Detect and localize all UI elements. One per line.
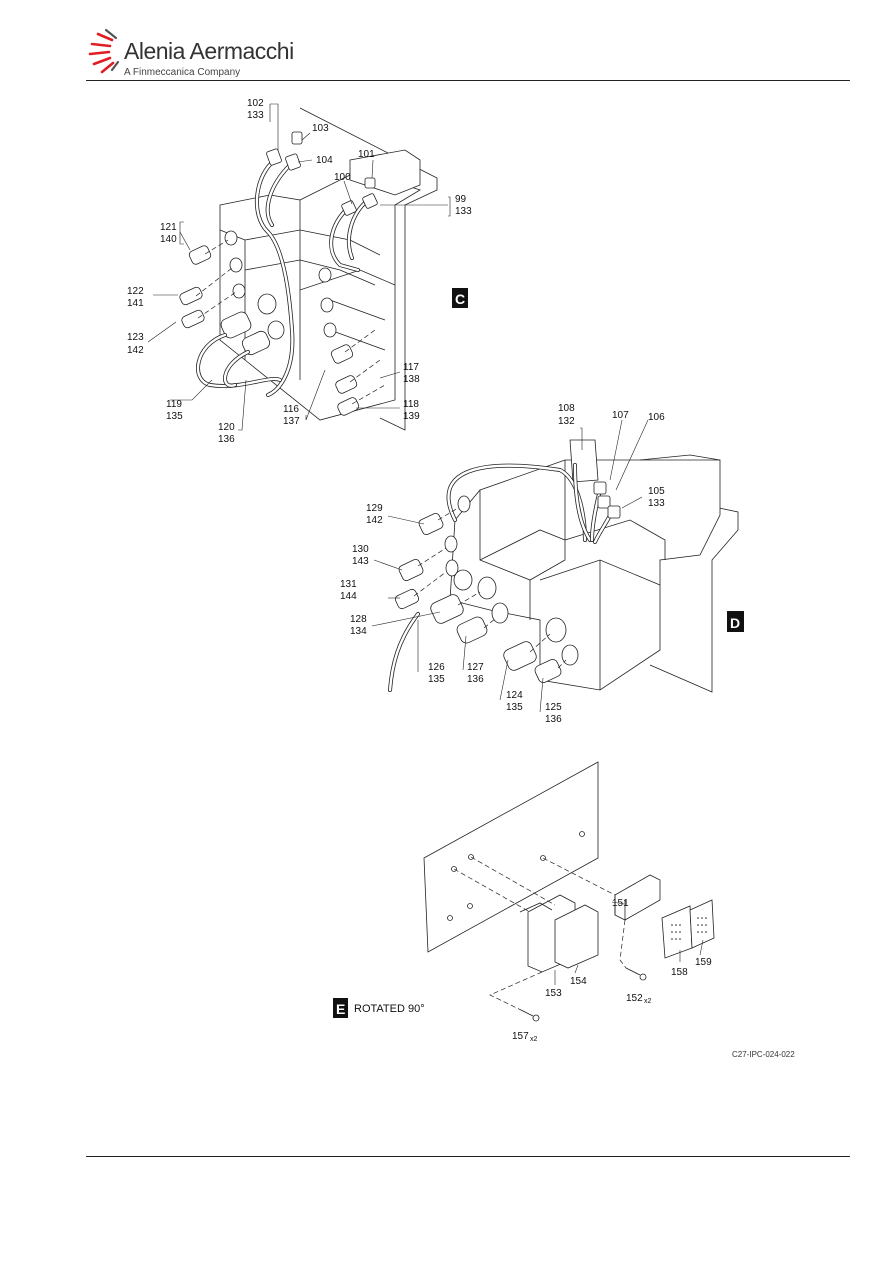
view-c-callouts	[147, 103, 451, 431]
callout-152: 152	[626, 993, 643, 1004]
callout-157-qty: x2	[530, 1036, 538, 1043]
callout-105: 105	[648, 486, 665, 497]
callout-133b: 133	[455, 206, 472, 217]
callout-135-d2: 135	[506, 702, 523, 713]
view-e-callouts	[554, 901, 704, 985]
view-d-tag: D	[730, 615, 740, 631]
callout-131: 131	[340, 579, 357, 590]
callout-100: 100	[334, 172, 351, 183]
callout-137: 137	[283, 416, 300, 427]
callout-123: 123	[127, 332, 144, 343]
callout-116: 116	[283, 404, 299, 415]
callout-135-d: 135	[428, 674, 445, 685]
callout-133-d: 133	[648, 498, 665, 509]
view-d-callouts	[371, 419, 649, 713]
brand-name: Alenia Aermacchi	[124, 38, 294, 64]
callout-159: 159	[695, 957, 712, 968]
callout-153: 153	[545, 988, 562, 999]
callout-125: 125	[545, 702, 562, 713]
callout-143: 143	[352, 556, 369, 567]
callout-117: 117	[403, 362, 419, 373]
footer-divider	[86, 1156, 850, 1157]
callout-101: 101	[358, 149, 375, 160]
alenia-logo-icon	[88, 28, 120, 74]
view-d-drawing	[388, 439, 744, 693]
callout-132: 132	[558, 416, 575, 427]
callout-133: 133	[247, 110, 264, 121]
callout-140: 140	[160, 234, 177, 245]
header-divider	[86, 80, 850, 81]
callout-134: 134	[350, 626, 367, 637]
callout-119: 119	[166, 399, 182, 410]
callout-144: 144	[340, 591, 357, 602]
callout-136: 136	[218, 434, 235, 445]
callout-121: 121	[160, 222, 177, 233]
callout-154: 154	[570, 976, 587, 987]
callout-120: 120	[218, 422, 235, 433]
view-c-drawing	[179, 107, 468, 431]
callout-136-d2: 136	[545, 714, 562, 725]
callout-107: 107	[612, 410, 629, 421]
callout-128: 128	[350, 614, 367, 625]
callout-108: 108	[558, 403, 575, 414]
figure-id: C27-IPC-024-022	[732, 1050, 795, 1059]
callout-129: 129	[366, 503, 383, 514]
view-e-caption: ROTATED 90°	[354, 1003, 425, 1015]
view-e-tag: E	[336, 1001, 345, 1017]
callout-106: 106	[648, 412, 665, 423]
view-c-tag: C	[455, 291, 465, 307]
callout-141: 141	[127, 298, 144, 309]
callout-118: 118	[403, 399, 419, 410]
callout-122: 122	[127, 286, 144, 297]
callout-126: 126	[428, 662, 445, 673]
callout-139: 139	[403, 411, 420, 422]
callout-127: 127	[467, 662, 484, 673]
callout-157: 157	[512, 1031, 529, 1042]
callout-142: 142	[127, 345, 144, 356]
callout-142-d: 142	[366, 515, 383, 526]
callout-158: 158	[671, 967, 688, 978]
callout-124: 124	[506, 690, 523, 701]
callout-136-d: 136	[467, 674, 484, 685]
callout-99: 99	[455, 194, 467, 205]
callout-152-qty: x2	[644, 998, 652, 1005]
callout-135: 135	[166, 411, 183, 422]
callout-151: 151	[612, 898, 629, 909]
callout-102: 102	[247, 98, 264, 109]
brand-subtitle: A Finmeccanica Company	[124, 67, 241, 78]
callout-130: 130	[352, 544, 369, 555]
callout-104: 104	[316, 155, 333, 166]
view-e-drawing	[333, 761, 715, 1022]
callout-103: 103	[312, 123, 329, 134]
callout-138: 138	[403, 374, 420, 385]
